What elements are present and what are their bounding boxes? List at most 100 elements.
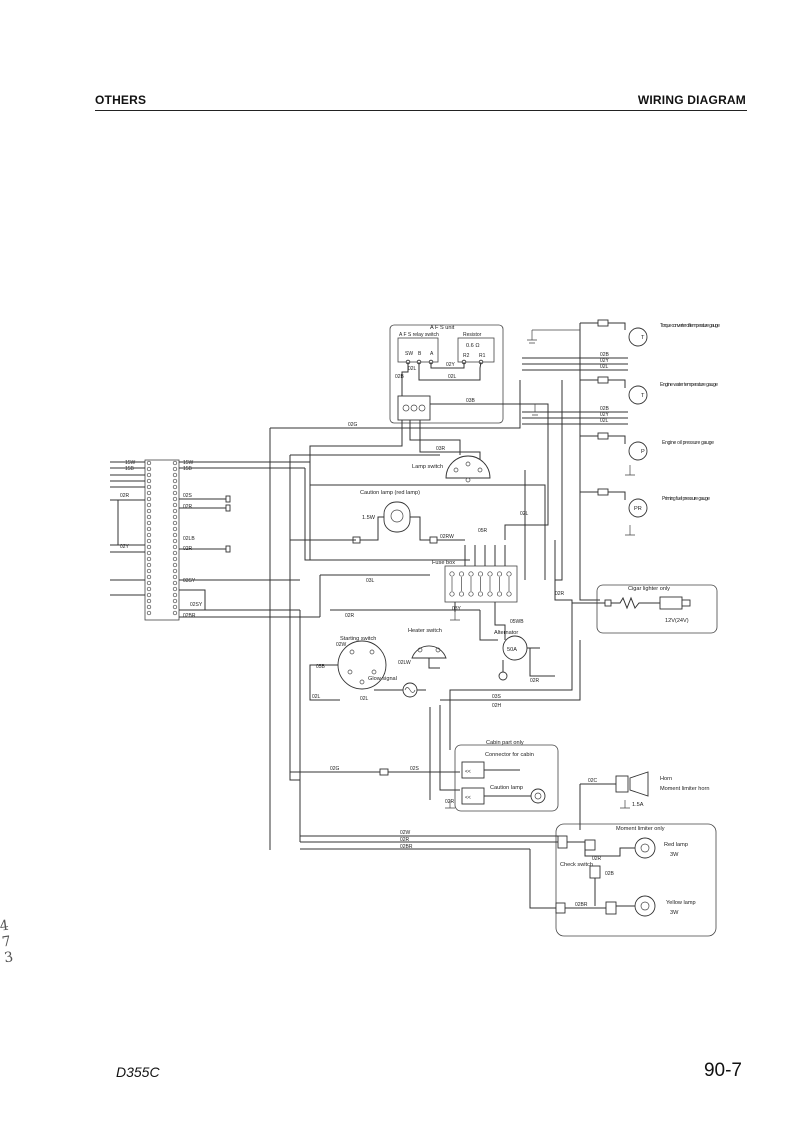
wire-02h: 02H xyxy=(492,703,502,709)
page-heading: WIRING DIAGRAM xyxy=(637,93,746,107)
wire-02g-top: 02G xyxy=(348,422,358,428)
cabin-connector-label: Connector for cabin xyxy=(485,752,534,758)
wire-03b: 03B xyxy=(466,398,476,404)
caution-lamp-red-label: Caution lamp (red lamp) xyxy=(360,490,420,496)
oil-gauge-label: Engine oil pressure gauge xyxy=(662,440,714,446)
connector-pin xyxy=(172,544,178,550)
wire-05wb: 05WB xyxy=(510,619,524,625)
torque-gauge-icon xyxy=(628,327,648,347)
header-rule xyxy=(95,110,747,111)
cabin-caution-lamp-label: Caution lamp xyxy=(490,785,523,791)
wire-02l-vert: 02L xyxy=(520,511,529,517)
gauge-group: T Torque converter oil temperature gauge… xyxy=(522,319,720,601)
connector-pin xyxy=(146,598,152,604)
wire-02l-b: 02L xyxy=(448,374,457,380)
glow-signal: Glow signal 02L xyxy=(360,676,426,702)
wire-02sy: 02SY xyxy=(190,602,203,608)
connector-pin xyxy=(172,484,178,490)
connector-pin xyxy=(146,478,152,484)
alternator-value: 50A xyxy=(507,647,517,653)
terminal-t-2: T xyxy=(641,393,645,399)
connector-pin xyxy=(172,562,178,568)
wire-02y-2: 02Y xyxy=(600,412,610,418)
terminal-p: P xyxy=(641,449,645,455)
terminal-r1: R1 xyxy=(479,353,486,359)
horn-rating: 1.5A xyxy=(632,802,644,808)
starting-switch-label: Starting switch xyxy=(340,636,376,642)
connector-pin xyxy=(146,514,152,520)
connector-pin xyxy=(146,472,152,478)
connector-pin xyxy=(146,520,152,526)
wire-02l-glow: 02L xyxy=(360,696,369,702)
wire-02c: 02C xyxy=(588,778,598,784)
fuse-terminal xyxy=(506,591,512,597)
wire-15b-left: 15B xyxy=(125,466,135,472)
terminal-a: A xyxy=(430,351,434,357)
connector-pin xyxy=(146,526,152,532)
wire-02lb-right: 02LB xyxy=(183,536,195,542)
connector-pin xyxy=(146,490,152,496)
wire-02l-start: 02L xyxy=(312,694,321,700)
wire-03l: 03L xyxy=(366,578,375,584)
moment-limiter: Moment limiter only 02R Check switch 02B… xyxy=(555,823,717,937)
wire-02w-bottom: 02W xyxy=(400,830,411,836)
connector-pin xyxy=(146,592,152,598)
connector-pin xyxy=(172,538,178,544)
connector-pin xyxy=(172,466,178,472)
wire-02l-a: 02L xyxy=(408,366,417,372)
resistor-value: 0.6 Ω xyxy=(466,343,480,349)
connector-pin xyxy=(172,574,178,580)
connector-pin xyxy=(146,466,152,472)
wire-02b-2: 02B xyxy=(600,406,610,412)
connector-pin xyxy=(172,460,178,466)
connector-pin xyxy=(172,598,178,604)
connector-pin xyxy=(146,544,152,550)
connector-pin xyxy=(146,484,152,490)
cigar-lighter-label: Cigar lighter only xyxy=(628,586,670,592)
red-lamp-label: Red lamp xyxy=(664,842,688,848)
fuse-terminal xyxy=(477,571,484,577)
water-gauge-label: Engine water temperature gauge xyxy=(660,382,718,388)
terminal-b: B xyxy=(418,351,422,357)
harness: 02G 03B 03R 03L 02R 02L 02R 03S 02H 02R xyxy=(269,380,581,909)
afs-unit-label: A F S unit xyxy=(430,325,455,331)
check-switch-label: Check switch xyxy=(560,862,593,868)
connector-pin xyxy=(146,550,152,556)
moment-limiter-horn-label: Moment limiter horn xyxy=(660,786,709,792)
water-gauge-icon xyxy=(628,385,648,405)
wire-05b-start: 05B xyxy=(316,664,326,670)
wire-15w-right: 15W xyxy=(183,460,194,466)
page-number: 90-7 xyxy=(703,1060,742,1081)
connector-pin xyxy=(146,568,152,574)
oil-pressure-gauge-icon xyxy=(628,441,648,461)
connector-pin xyxy=(172,556,178,562)
connector-pin xyxy=(146,580,152,586)
terminal-t-1: T xyxy=(641,335,645,341)
connector-pin xyxy=(172,568,178,574)
fuse-terminal xyxy=(458,591,465,597)
svg-text:<<: << xyxy=(465,795,471,801)
wire-03sy: 03SY xyxy=(183,578,196,584)
fuse-terminal xyxy=(487,571,493,577)
lamp-switch-label: Lamp switch xyxy=(412,464,443,470)
afs-unit: A F S unit A F S relay switch SW B A Res… xyxy=(389,324,504,424)
connector-pin xyxy=(172,514,178,520)
connector-pin xyxy=(172,610,178,616)
heater-switch: Heater switch 02LW xyxy=(398,628,447,669)
wire-02y-1: 02Y xyxy=(600,358,610,364)
fuse-terminal xyxy=(449,591,455,597)
wire-02br-limiter: 02BR xyxy=(575,902,588,908)
connector-pin xyxy=(146,574,152,580)
connector-pin xyxy=(172,496,178,502)
wire-03y: 03Y xyxy=(452,606,462,612)
wire-02r-left: 02R xyxy=(120,493,130,499)
wire-02r-limiter: 02R xyxy=(592,856,602,862)
fuse-terminal xyxy=(458,571,465,577)
wire-02br-bottom: 02BR xyxy=(400,844,413,850)
caution-lamp-red: Caution lamp (red lamp) 1.5W 02RW 05R xyxy=(290,490,488,544)
connector-pin xyxy=(146,538,152,544)
wire-02y: 02Y xyxy=(446,362,456,368)
fuse-terminal xyxy=(496,571,503,577)
cabin-part-label: Cabin part only xyxy=(486,740,524,746)
